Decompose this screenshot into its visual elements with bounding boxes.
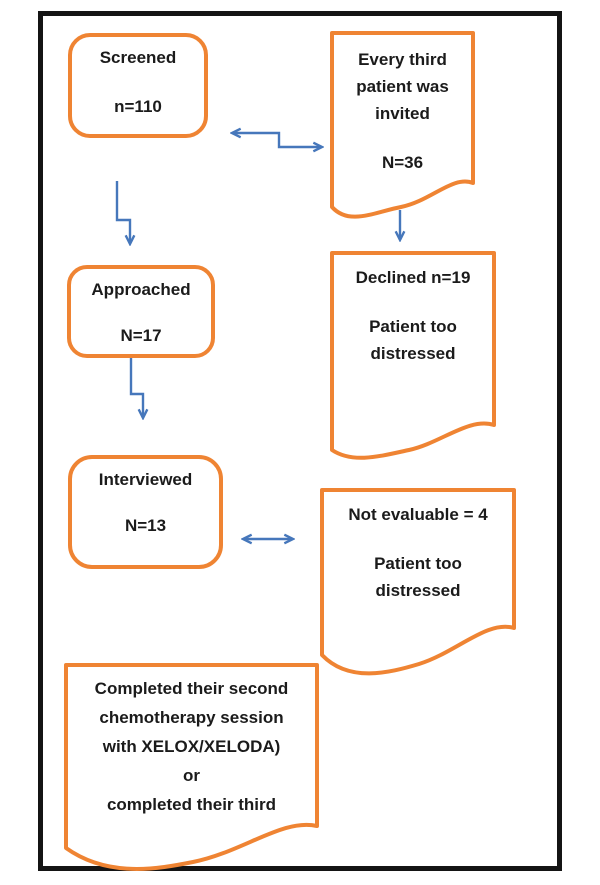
node-completed xyxy=(64,663,319,871)
screened-count: n=110 xyxy=(114,97,162,116)
node-completed-text: Completed their second chemotherapy sess… xyxy=(66,665,317,819)
invited-line: invited xyxy=(375,104,430,123)
node-approached-text: Approached N=17 xyxy=(67,265,215,349)
node-approached xyxy=(67,265,215,358)
not-evaluable-reason: Patient too xyxy=(374,554,462,573)
invited-line: patient was xyxy=(356,77,449,96)
declined-title: Declined n=19 xyxy=(355,268,471,287)
not-evaluable-title: Not evaluable = 4 xyxy=(348,505,488,524)
completed-line: Completed their second xyxy=(94,679,289,698)
node-declined xyxy=(330,251,496,460)
arrow-screened-approached xyxy=(115,181,144,254)
arrow-approached-interviewed xyxy=(129,358,156,426)
completed-line: with XELOX/XELODA) xyxy=(102,737,281,756)
declined-reason: distressed xyxy=(370,344,456,363)
interviewed-count: N=13 xyxy=(124,516,167,535)
node-screened xyxy=(68,33,208,138)
approached-count: N=17 xyxy=(120,326,162,345)
node-not-evaluable-text: Not evaluable = 4 Patient too distressed xyxy=(322,490,514,604)
double-arrow-interviewed-notevaluable xyxy=(236,528,300,550)
node-declined-text: Declined n=19 Patient too distressed xyxy=(332,253,494,367)
double-arrow-screened-invited xyxy=(225,124,330,154)
not-evaluable-reason: distressed xyxy=(375,581,461,600)
node-invited-text: Every third patient was invited N=36 xyxy=(332,33,473,176)
invited-line: Every third xyxy=(358,50,447,69)
node-interviewed-text: Interviewed N=13 xyxy=(68,455,223,539)
node-invited xyxy=(330,31,475,219)
node-not-evaluable xyxy=(320,488,516,676)
declined-reason: Patient too xyxy=(369,317,457,336)
completed-line: or xyxy=(183,766,200,785)
node-interviewed xyxy=(68,455,223,569)
invited-count: N=36 xyxy=(381,153,424,172)
screened-title: Screened xyxy=(99,48,177,67)
completed-line: completed their third xyxy=(106,795,277,814)
node-screened-text: Screened n=110 xyxy=(68,33,208,120)
approached-title: Approached xyxy=(91,280,191,299)
interviewed-title: Interviewed xyxy=(98,470,193,489)
arrow-invited-declined xyxy=(392,210,412,250)
completed-line: chemotherapy session xyxy=(99,708,284,727)
